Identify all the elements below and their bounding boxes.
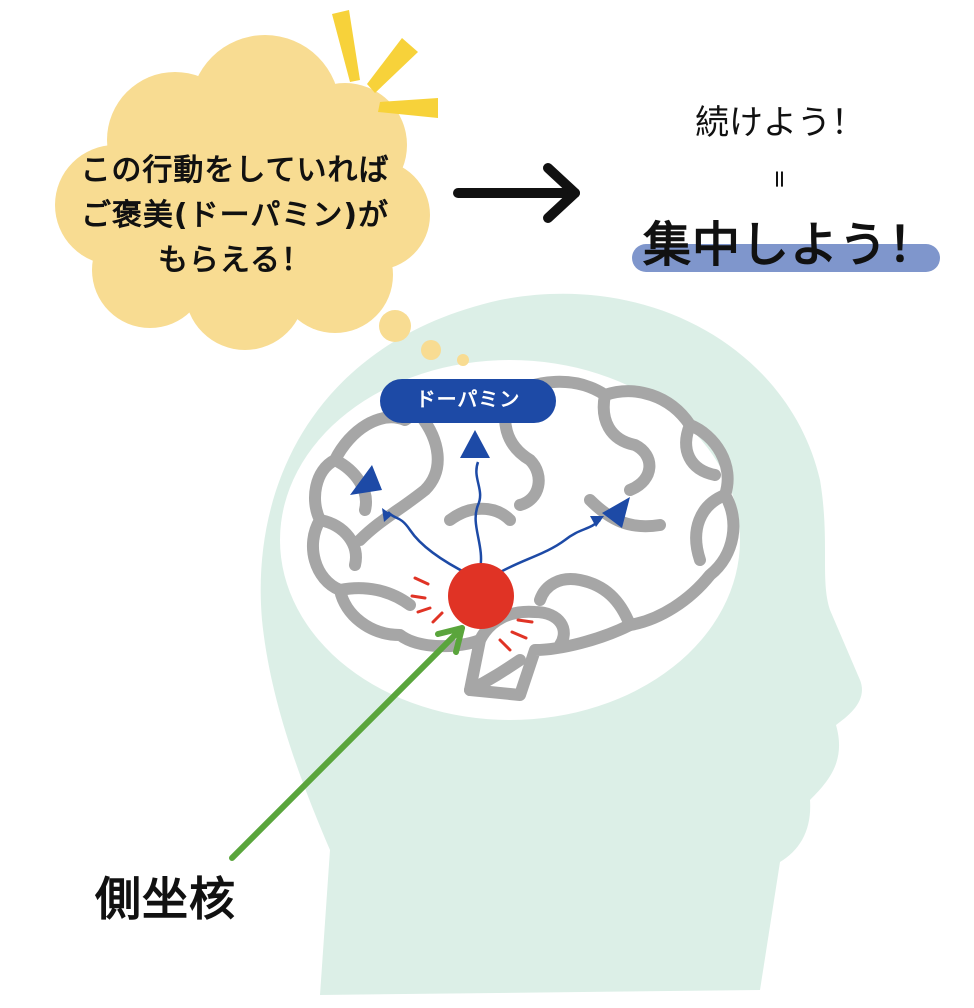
dopamine-triangle-right [602, 497, 630, 528]
wave-arrowhead-left [382, 508, 392, 522]
dopamine-pill [380, 379, 556, 423]
spark-lines [332, 10, 438, 118]
nucleus-label: 側坐核 [95, 872, 236, 926]
focus-text: 集中しよう！ [642, 217, 937, 273]
result-arrow [453, 163, 580, 223]
thought-bubble [55, 35, 469, 366]
equals-sign: = [766, 168, 794, 190]
nucleus-pointer-arrow [229, 625, 465, 861]
nucleus-accumbens [448, 563, 514, 629]
nucleus-sparks [410, 576, 534, 652]
focus-highlight-bar [632, 244, 940, 272]
wave-arrowhead-right [590, 516, 604, 527]
dopamine-label: ドーパミン [415, 387, 521, 411]
continue-text: 続けよう！ [695, 103, 865, 143]
dopamine-triangle-left [350, 465, 382, 495]
dopamine-triangle-center [460, 430, 490, 458]
dopamine-wave-lines [387, 461, 601, 577]
thought-bubble-text: この行動をしていれば ご褒美(ドーパミン)が もらえる！ [80, 153, 390, 278]
